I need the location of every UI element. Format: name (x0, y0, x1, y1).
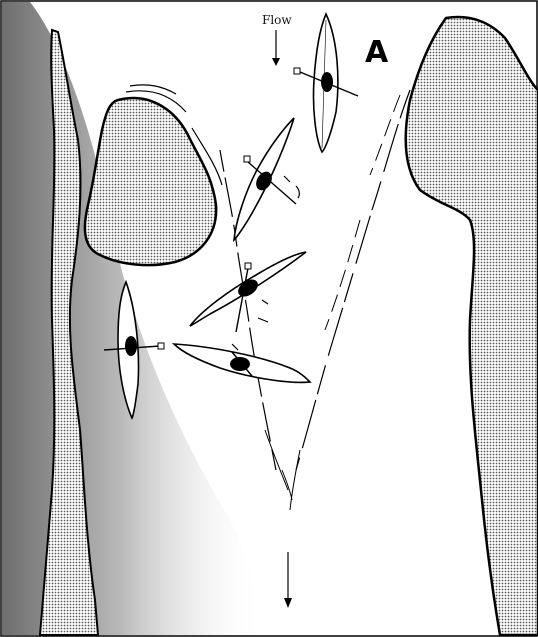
flow-label: Flow (262, 13, 292, 27)
island-rock (85, 98, 216, 265)
panel-label: A (365, 35, 389, 70)
kayak-2 (234, 118, 299, 240)
eddy-line-right (296, 90, 410, 470)
eddy-line-inner (325, 95, 400, 330)
flow-arrow-head (272, 58, 280, 66)
wave-tail (265, 430, 300, 510)
downstream-arrow-head (284, 598, 292, 608)
kayak-4 (174, 344, 310, 382)
kayak-1 (294, 14, 358, 152)
right-bank-land (406, 17, 538, 635)
